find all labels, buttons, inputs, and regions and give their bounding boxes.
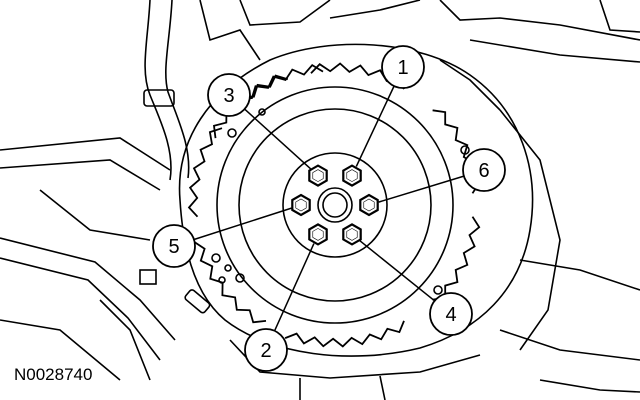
flywheel-hole	[235, 273, 245, 283]
flywheel-bolt-head	[346, 228, 358, 241]
flywheel-outer-ring	[216, 86, 454, 324]
callout-circle	[152, 224, 196, 268]
flywheel-hole	[218, 276, 226, 284]
housing-edge	[0, 159, 161, 191]
flywheel-bolt	[342, 164, 362, 187]
housing-edge	[39, 189, 151, 241]
housing-edge	[0, 319, 121, 381]
flywheel-bolt	[291, 193, 311, 217]
housing-edge	[439, 0, 640, 41]
flywheel-hole	[224, 264, 232, 272]
housing-edge	[499, 109, 561, 351]
flywheel-hole	[211, 253, 221, 263]
callout-number: 6	[478, 160, 489, 182]
housing-edge	[329, 0, 421, 19]
flywheel-bolt-head	[346, 169, 358, 182]
backing-plate	[178, 43, 534, 357]
callout-leader-line	[378, 175, 465, 203]
figure-reference-code: N0028740	[14, 365, 93, 384]
callout-leader-line	[273, 243, 315, 332]
housing-edge	[0, 237, 176, 341]
callout-leaders	[193, 85, 465, 332]
flywheel-bolt-head	[295, 198, 307, 212]
callout-number: 3	[223, 85, 234, 107]
flywheel-inner-ring	[282, 152, 388, 258]
housing-edge	[379, 375, 386, 400]
callout-number: 1	[397, 57, 408, 79]
flywheel-bolt-head	[312, 169, 324, 182]
flywheel-hole	[258, 108, 266, 116]
hose-line	[165, 0, 190, 179]
callout-circle	[462, 148, 506, 192]
housing-edge	[99, 299, 151, 381]
flywheel-bolt	[308, 164, 328, 187]
callout-1: 1	[381, 45, 425, 89]
callout-circle	[207, 73, 251, 117]
callout-5: 5	[152, 224, 196, 268]
housing-edge	[199, 0, 261, 61]
callout-4: 4	[429, 292, 473, 336]
crankshaft-hub	[317, 187, 353, 223]
callout-2: 2	[244, 328, 288, 372]
callout-number: 4	[445, 304, 456, 326]
callouts: 1 2 3 4 5 6	[152, 45, 506, 372]
callout-3: 3	[207, 73, 251, 117]
housing-edge	[469, 39, 640, 63]
hose-clamp	[143, 89, 175, 107]
callout-6: 6	[462, 148, 506, 192]
flywheel-bolt	[359, 193, 379, 217]
callout-leader-line	[359, 240, 436, 302]
housing-edge	[599, 0, 640, 33]
callout-circle	[381, 45, 425, 89]
housing-edge	[499, 329, 640, 361]
ring-gear-teeth	[193, 240, 267, 324]
flywheel-hole	[227, 128, 237, 138]
callout-number: 2	[260, 340, 271, 362]
housing-edge	[0, 257, 161, 361]
flywheel-middle-ring	[238, 108, 432, 302]
callout-leader-line	[355, 85, 395, 167]
hose-line	[144, 0, 172, 181]
callout-circle	[429, 292, 473, 336]
flywheel-bolt-head	[312, 228, 324, 241]
housing-edge	[539, 379, 640, 393]
housing-edge	[0, 137, 171, 171]
housing-edge	[439, 59, 501, 111]
crankshaft-pilot	[322, 192, 348, 218]
flywheel-hole	[460, 145, 470, 155]
flywheel-bolts	[291, 164, 379, 246]
ring-gear-teeth	[284, 320, 405, 348]
plate-slot	[184, 289, 211, 314]
ring-gear-teeth	[432, 216, 481, 301]
flywheel-bolt	[342, 223, 362, 246]
flywheel	[211, 86, 470, 324]
housing-edge	[519, 259, 640, 291]
callout-leader-line	[244, 108, 312, 170]
flywheel-bolt-head	[363, 198, 375, 212]
callout-leader-line	[193, 207, 292, 241]
callout-circle	[244, 328, 288, 372]
flywheel-bolt	[308, 223, 328, 246]
ring-gear-teeth	[187, 127, 223, 218]
callout-number: 5	[168, 236, 179, 258]
flywheel-hole	[433, 285, 443, 295]
housing-edge	[239, 0, 331, 26]
plate-slot	[139, 269, 157, 285]
